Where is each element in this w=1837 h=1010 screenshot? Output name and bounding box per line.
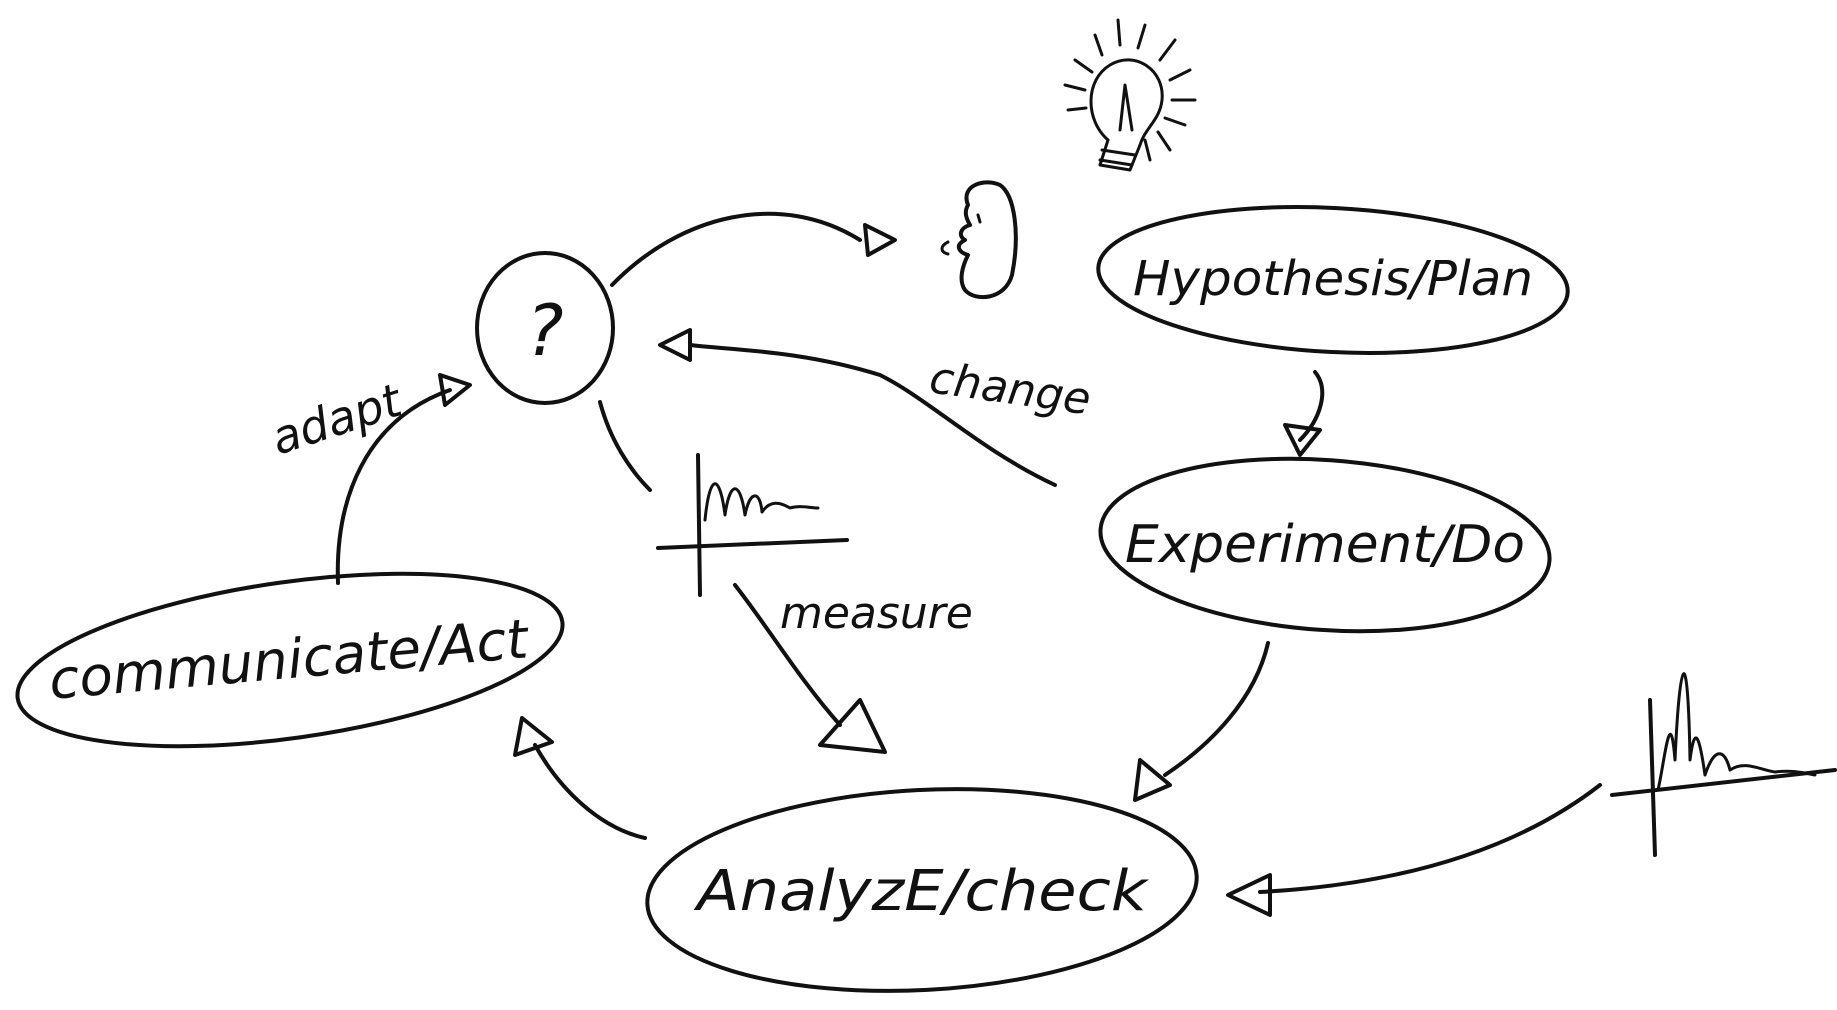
communicate-act-node: communicate/Act <box>15 571 565 749</box>
experiment-do-label: Experiment/Do <box>1125 515 1525 575</box>
change-label: change <box>926 352 1093 425</box>
lightbulb-icon <box>1063 18 1197 172</box>
question-label: ? <box>526 290 563 372</box>
measure-label: measure <box>780 588 973 639</box>
experiment-do-node: Experiment/Do <box>1098 456 1552 634</box>
face-icon <box>940 180 1018 299</box>
analyze-check-label: AnalyzE/check <box>694 859 1150 924</box>
adapt-arrow <box>335 373 472 585</box>
hypothesis-plan-label: Hypothesis/Plan <box>1133 251 1533 307</box>
measure-arrow <box>733 583 887 754</box>
experiment-to-analyze-arrow <box>1133 641 1270 802</box>
hypothesis-plan-node: Hypothesis/Plan <box>1096 205 1570 355</box>
spectrum-to-analyze-arrow <box>1226 783 1602 917</box>
analyze-check-node: AnalyzE/check <box>645 787 1199 993</box>
small-graph-icon <box>656 453 849 597</box>
hypothesis-to-experiment-arrow <box>1283 370 1325 457</box>
question-node: ? <box>475 251 615 405</box>
analyze-to-communicate-arrow <box>513 716 647 840</box>
communicate-act-label: communicate/Act <box>47 607 532 712</box>
spectrum-graph-icon <box>1610 672 1837 857</box>
question-to-face-arrow <box>610 211 897 287</box>
change-arrow <box>658 328 1057 487</box>
question-to-graph-connector <box>598 400 652 492</box>
adapt-label: adapt <box>265 372 410 465</box>
